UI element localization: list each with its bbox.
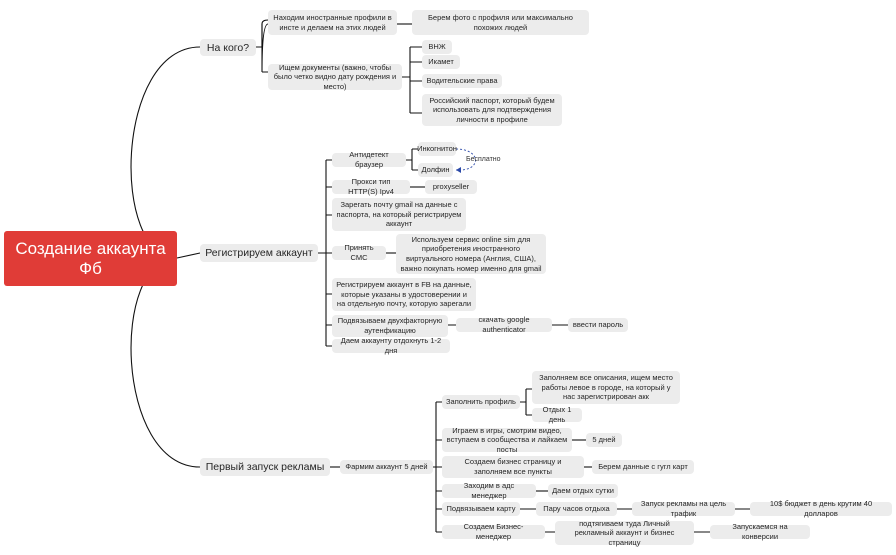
free-label: Бесплатно: [466, 156, 501, 163]
node-pull-ad-account[interactable]: подтягиваем туда Личный рекламный аккаун…: [555, 519, 694, 547]
node-play-games[interactable]: Играем в игры, смотрим видео, вступаем в…: [442, 426, 572, 454]
node-doc-vnzh[interactable]: ВНЖ: [422, 40, 452, 54]
node-enter-password[interactable]: ввести пароль: [568, 318, 628, 332]
node-rest-day[interactable]: Даем отдых сутки: [548, 484, 618, 498]
node-find-documents[interactable]: Ищем документы (важно, чтобы было четко …: [268, 63, 402, 91]
free-arrow: [455, 148, 476, 171]
node-fill-profile[interactable]: Заполнить профиль: [442, 395, 520, 409]
node-register-account[interactable]: Регистрируем аккаунт: [200, 244, 318, 262]
node-fill-descriptions[interactable]: Заполняем все описания, ищем место работ…: [532, 371, 680, 404]
node-google-maps-data[interactable]: Берем данные с гугл карт: [592, 460, 694, 474]
node-doc-passport[interactable]: Российский паспорт, который будем исполь…: [422, 94, 562, 126]
node-rest-one-day[interactable]: Отдых 1 день: [532, 405, 582, 424]
node-doc-ikamet[interactable]: Икамет: [422, 55, 460, 69]
node-create-business-page[interactable]: Создаем бизнес страницу и заполняем все …: [442, 456, 584, 478]
node-google-authenticator[interactable]: скачать google authenticator: [456, 315, 552, 334]
node-link-card[interactable]: Подвязываем карту: [442, 502, 520, 516]
connector-root-reg: [176, 252, 201, 259]
node-five-days[interactable]: 5 дней: [586, 433, 622, 447]
node-who[interactable]: На кого?: [200, 39, 256, 56]
connector-root-ads: [130, 257, 201, 468]
connector-root-who: [130, 46, 201, 259]
node-farm-account[interactable]: Фармим аккаунт 5 дней: [340, 460, 433, 474]
root-node[interactable]: Создание аккаунта Фб: [4, 231, 177, 286]
node-launch-traffic[interactable]: Запуск рекламы на цель трафик: [632, 499, 735, 518]
node-proxyseller[interactable]: proxyseller: [425, 180, 477, 194]
node-dolphin[interactable]: Долфин: [418, 163, 453, 177]
node-rest-account[interactable]: Даем аккаунту отдохнуть 1-2 дня: [332, 336, 450, 355]
node-proxy[interactable]: Прокси тип HTTP(S) Ipv4: [332, 177, 410, 196]
node-antidetect-browser[interactable]: Антидетект браузер: [332, 150, 406, 169]
node-two-factor[interactable]: Подвязываем двухфакторную аутенфикацию: [332, 315, 448, 337]
node-find-profiles[interactable]: Находим иностранные профили в инсте и де…: [268, 10, 397, 35]
node-take-photos[interactable]: Берем фото с профиля или максимально пох…: [412, 10, 589, 35]
node-register-fb[interactable]: Регистрируем аккаунт в FB на данные, кот…: [332, 278, 476, 311]
node-first-ad-launch[interactable]: Первый запуск рекламы: [200, 458, 330, 476]
node-online-sim[interactable]: Используем сервис online sim для приобре…: [396, 234, 546, 274]
node-doc-drivers-license[interactable]: Водительские права: [422, 74, 502, 88]
node-receive-sms[interactable]: Принять СМС: [332, 243, 386, 262]
node-incognition[interactable]: Инкогнитон: [417, 142, 457, 156]
node-register-gmail[interactable]: Зарегать почту gmail на данные с паспорт…: [332, 198, 466, 231]
node-ads-manager[interactable]: Заходим в адс менеджер: [442, 481, 536, 500]
node-conversions[interactable]: Запускаемся на конверсии: [710, 522, 810, 541]
node-business-manager[interactable]: Создаем Бизнес-менеджер: [442, 522, 545, 541]
node-few-hours-rest[interactable]: Пару часов отдыха: [536, 502, 617, 516]
node-budget[interactable]: 10$ бюджет в день крутим 40 долларов: [750, 499, 892, 518]
